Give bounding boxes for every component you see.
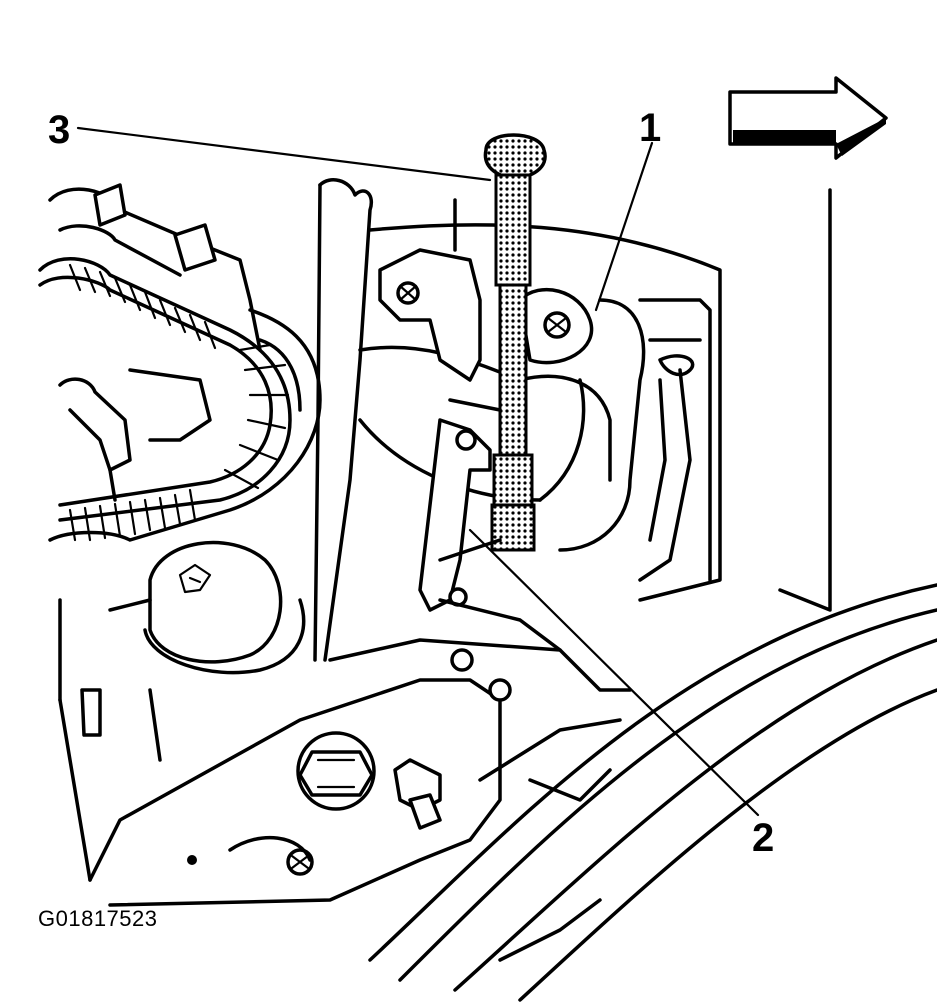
right-arrow-icon: [728, 76, 888, 160]
leader-line-1: [594, 141, 654, 312]
hose-assembly: [38, 183, 322, 542]
threaded-tool: [483, 133, 547, 552]
mount-bracket: [378, 248, 594, 382]
reservoir-cap: [143, 540, 306, 675]
subframe: [58, 598, 632, 907]
strut-tower: [358, 223, 722, 602]
callout-2-label: 2: [752, 816, 775, 860]
callout-3-label: 3: [48, 108, 71, 152]
leader-lines: [76, 126, 760, 817]
fender-outline: [368, 188, 937, 1002]
callout-1-label: 1: [639, 106, 662, 150]
figure-id: G01817523: [38, 906, 158, 931]
leader-line-3: [76, 126, 492, 182]
adapter-bracket: [418, 398, 502, 612]
